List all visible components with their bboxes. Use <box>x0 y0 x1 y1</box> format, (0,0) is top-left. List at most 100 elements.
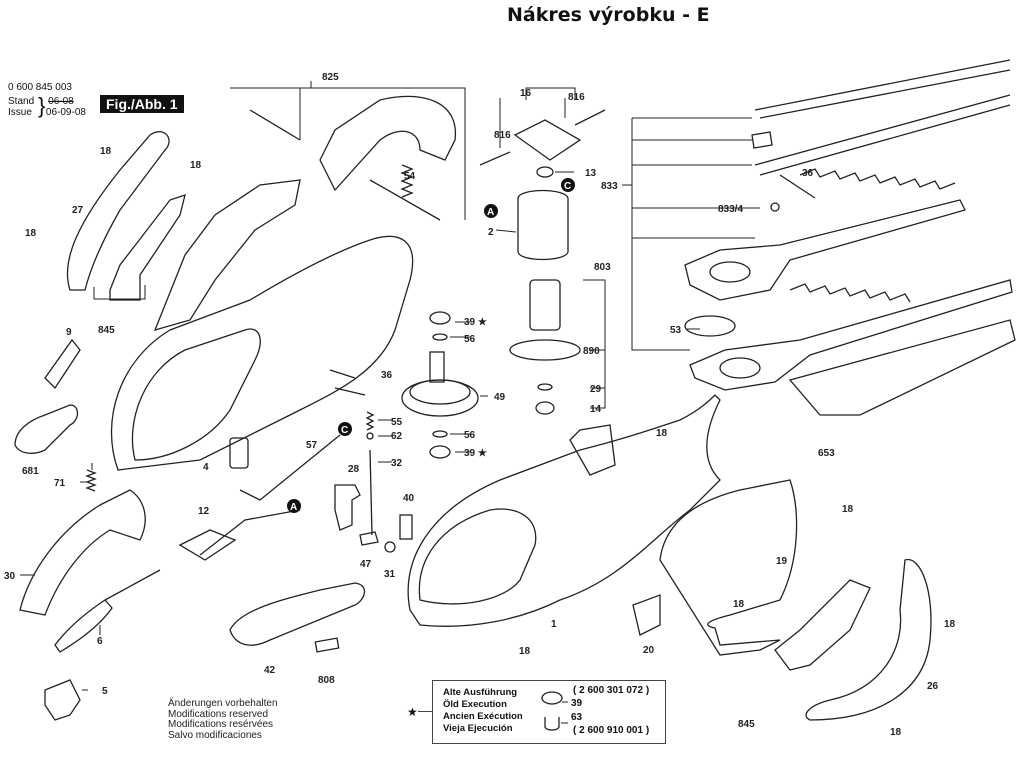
washer-53 <box>684 315 736 337</box>
notice-line-en: Modifications reserved <box>168 708 269 720</box>
pin-36-blade <box>779 174 816 199</box>
label-18-c: 18 <box>25 228 37 239</box>
label-808: 808 <box>318 675 335 686</box>
label-14: 14 <box>590 404 602 415</box>
hand-guard-26 <box>805 558 932 721</box>
label-53: 53 <box>670 325 682 336</box>
label-803: 803 <box>594 262 611 273</box>
label-71: 71 <box>54 478 66 489</box>
blade-guide <box>751 131 773 149</box>
label-36-blade: 36 <box>802 168 814 179</box>
label-890: 890 <box>583 346 600 357</box>
main-housing-1 <box>407 394 721 627</box>
issue-date: 06-09-08 <box>45 107 86 118</box>
label-57: 57 <box>306 440 318 451</box>
bearing-39-bottom <box>429 445 451 459</box>
gear-shaft <box>429 351 445 383</box>
label-20 <box>632 594 661 636</box>
blade-teeth-1 <box>799 168 956 190</box>
label-32: 32 <box>391 458 403 469</box>
label-30: 30 <box>4 571 16 582</box>
modifications-notice: Änderungen vorbehalten Modifications res… <box>168 698 278 741</box>
label-19: 19 <box>776 556 788 567</box>
label-825: 825 <box>322 72 339 83</box>
washer-56-bottom <box>432 430 448 438</box>
label-12: 12 <box>198 506 210 517</box>
label-27: 27 <box>72 205 84 216</box>
washer-62 <box>366 432 374 440</box>
label-808 <box>314 637 340 653</box>
washer-56-top <box>432 333 448 341</box>
star-icon: ★ <box>407 705 418 719</box>
housing-shell-left-inner <box>131 328 261 461</box>
bearing-39-top <box>429 311 451 325</box>
legend-line-fr: Ancien Exécution <box>443 711 523 722</box>
label-49: 49 <box>494 392 506 403</box>
screw-833-4 <box>770 202 780 212</box>
stator-2 <box>517 189 569 261</box>
label-28: 28 <box>348 464 360 475</box>
blade-rail-1 <box>754 59 1011 119</box>
legend-line-de: Alte Ausführung <box>443 687 518 698</box>
switch-12 <box>178 529 237 561</box>
callout-c-stator: C <box>564 181 571 192</box>
switch-681 <box>14 404 79 454</box>
legend-ref-39: 39 <box>571 698 583 709</box>
label-18-d: 18 <box>656 428 668 439</box>
brush-816a <box>479 151 511 166</box>
label-4: 4 <box>203 462 209 473</box>
label-816-top: 816 <box>568 92 585 103</box>
callout-a-stator: A <box>487 207 494 218</box>
label-26: 26 <box>927 681 939 692</box>
bracket-28 <box>334 484 361 531</box>
old-execution-legend: Alte Ausführung Öld Execution Ancien Exé… <box>432 680 666 744</box>
label-18-i: 18 <box>890 727 902 738</box>
wire-c <box>239 434 341 501</box>
label-62: 62 <box>391 431 403 442</box>
label-2: 2 <box>488 227 494 238</box>
callout-c-wire: C <box>341 425 348 436</box>
blade-plate-1 <box>684 199 966 301</box>
grip-845 <box>109 194 186 301</box>
label-18-e: 18 <box>842 504 854 515</box>
brush-816b <box>574 109 606 126</box>
stand-label: Stand <box>8 96 35 107</box>
rod-32 <box>369 449 373 536</box>
label-31: 31 <box>384 569 396 580</box>
label-plate-9 <box>44 338 81 390</box>
blade-plate-2 <box>689 279 1013 391</box>
nut-31 <box>384 541 396 553</box>
plug-5 <box>44 679 81 721</box>
inner-housing <box>153 179 301 331</box>
callout-a-wire: A <box>290 502 297 513</box>
cord-guard-6 <box>54 599 113 653</box>
document-part-number: 0 600 845 003 <box>8 82 72 93</box>
handle-cover-27 <box>66 131 170 291</box>
switch-housing <box>569 424 616 476</box>
label-16: 16 <box>520 88 532 99</box>
label-20: 20 <box>643 645 655 656</box>
label-653: 653 <box>818 448 835 459</box>
housing-shell-left <box>110 235 414 471</box>
front-handle <box>319 95 456 192</box>
guard-845 <box>774 579 871 671</box>
label-42: 42 <box>264 665 276 676</box>
bearing-14 <box>535 401 555 415</box>
base-plate-42 <box>229 582 366 646</box>
part-labels: 825 16 816 816 13 2 803 890 29 14 833 83… <box>4 72 956 738</box>
label-56-bottom: 56 <box>464 430 476 441</box>
leader-lines <box>20 81 760 691</box>
handle-rod-1 <box>249 109 301 141</box>
capacitor-4 <box>229 437 249 469</box>
notice-line-de: Änderungen vorbehalten <box>168 698 278 709</box>
label-845-right: 845 <box>738 719 755 730</box>
legend-ref-63: 63 <box>571 712 583 723</box>
label-47: 47 <box>360 559 372 570</box>
label-18-g: 18 <box>944 619 956 630</box>
label-29: 29 <box>590 384 602 395</box>
label-833: 833 <box>601 181 618 192</box>
wire-a <box>199 509 301 556</box>
page-title: Nákres výrobku - E <box>507 4 710 26</box>
label-5: 5 <box>102 686 108 697</box>
